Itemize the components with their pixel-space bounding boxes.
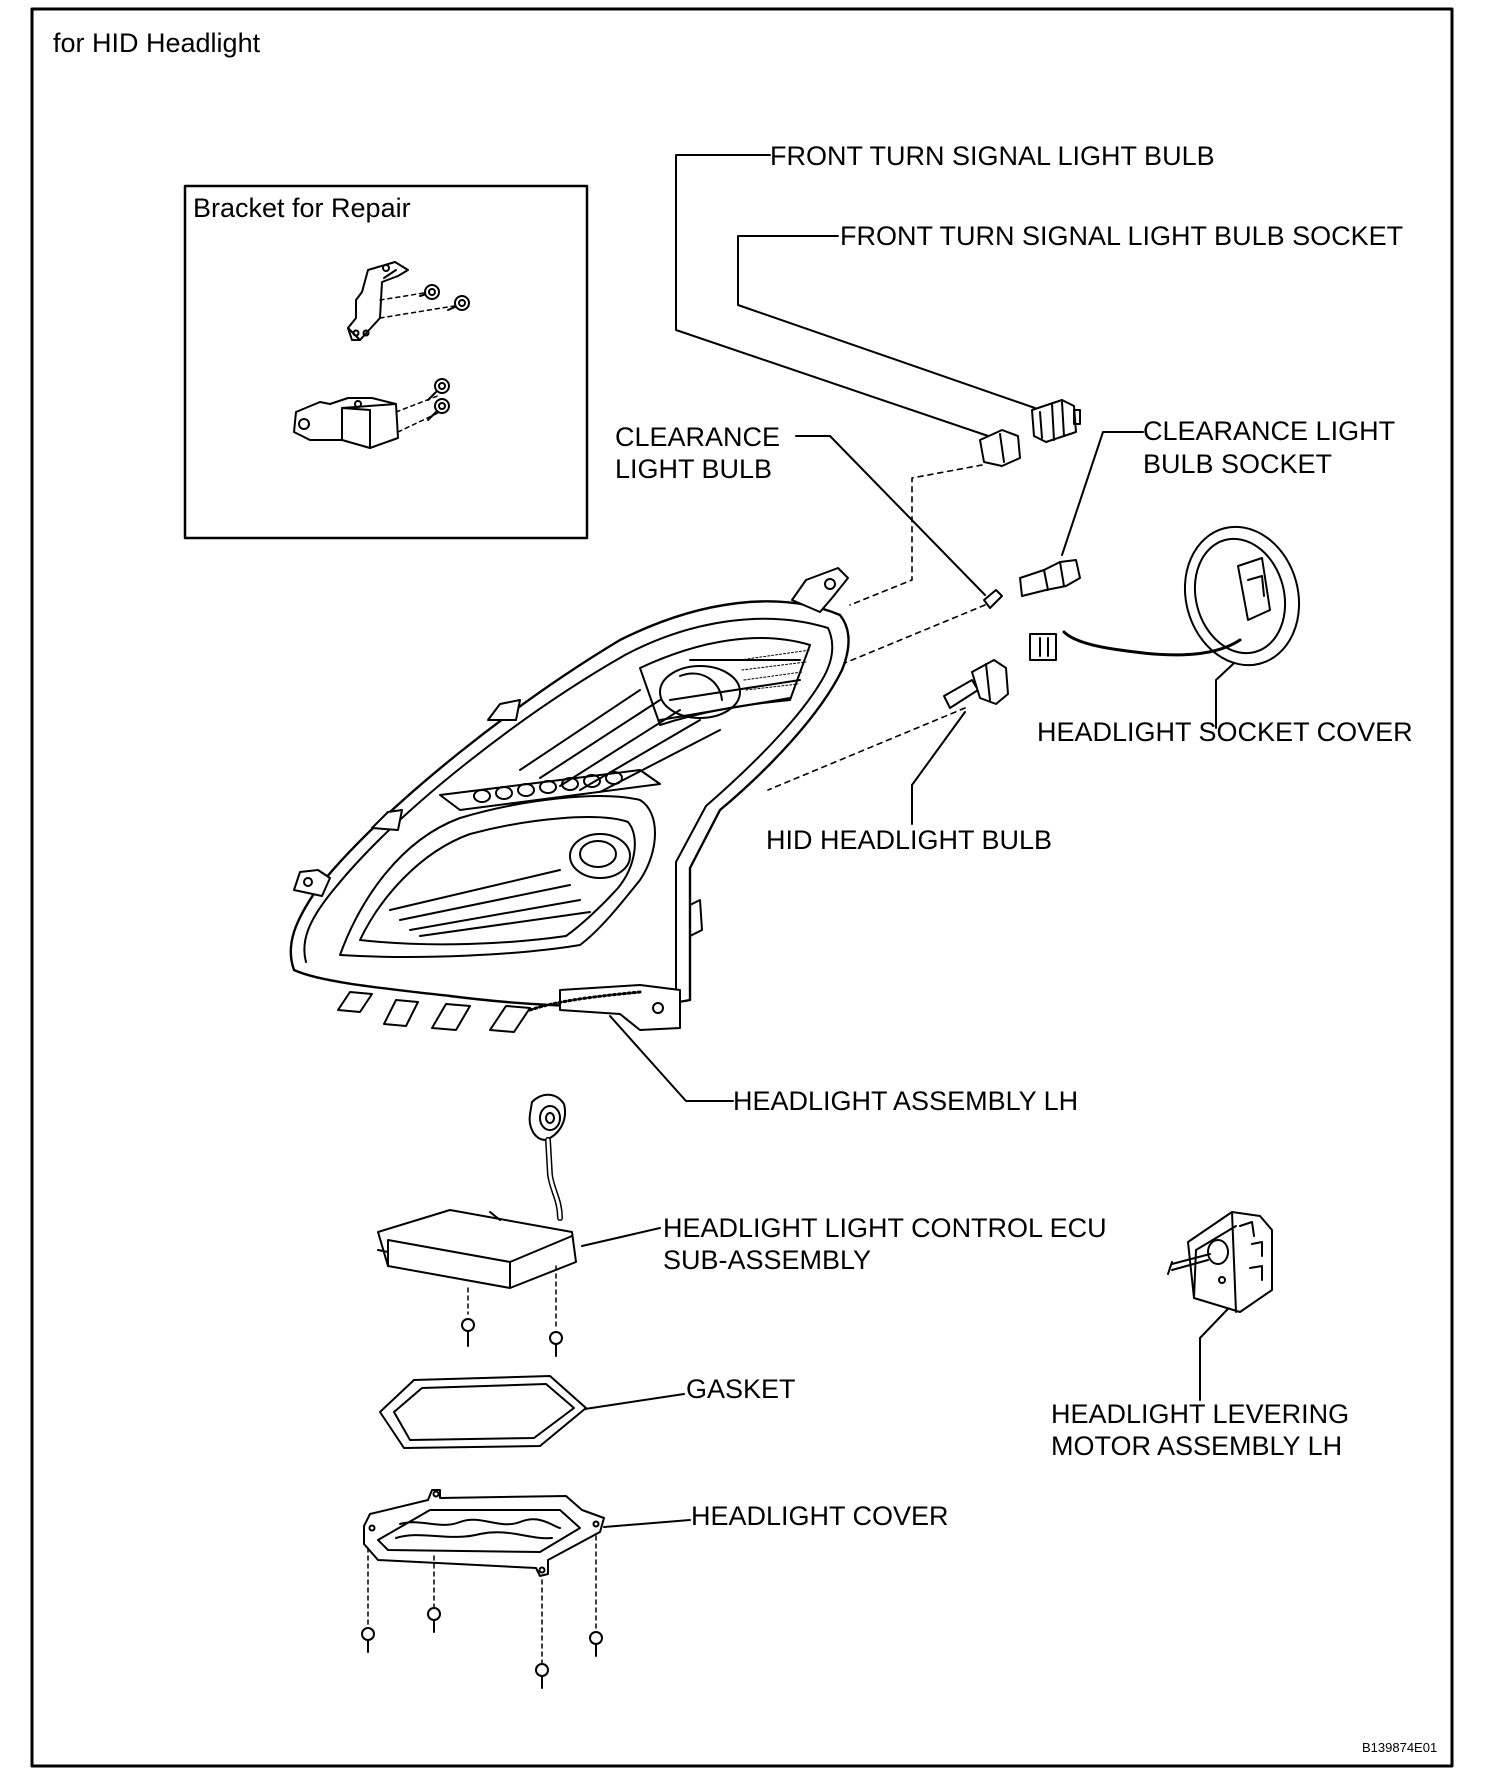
leader-assembly [609,1015,734,1102]
clearance-light-bulb [983,589,1003,609]
label-cover: HEADLIGHT COVER [691,1501,949,1531]
inset-title: Bracket for Repair [193,193,411,223]
repair-bracket-lower [293,394,441,449]
label-clearance-socket-line1: CLEARANCE LIGHT [1143,416,1396,446]
label-clearance-bulb-line2: LIGHT BULB [615,454,773,484]
bracket-inset-box [183,184,589,540]
leader-front-turn-signal-socket [737,235,1036,409]
headlight-socket-cover [1029,525,1301,667]
label-socket-cover: HEADLIGHT SOCKET COVER [1037,717,1413,747]
label-ecu-line2: SUB-ASSEMBLY [663,1245,872,1275]
cover-screw-4 [589,1631,603,1657]
label-clearance-bulb-line1: CLEARANCE [615,422,781,452]
label-motor-line1: HEADLIGHT LEVERING [1051,1399,1350,1429]
label-assembly: HEADLIGHT ASSEMBLY LH [733,1086,1079,1116]
leader-ecu [581,1227,661,1247]
label-gasket: GASKET [686,1374,796,1404]
ecu-screw-2 [549,1331,563,1357]
ecu-screw-1 [461,1318,475,1347]
front-turn-signal-socket [1031,399,1081,443]
repair-bracket-bolt-1 [419,284,440,300]
label-front-turn-signal-bulb: FRONT TURN SIGNAL LIGHT BULB [770,141,1215,171]
leader-front-turn-signal-bulb [675,154,1001,441]
cover-screw-1 [361,1627,375,1653]
repair-bracket-bolt-2 [447,295,470,311]
leader-hid-bulb [911,711,966,825]
repair-bracket-upper [347,261,461,341]
hid-headlight-bulb [943,659,1009,709]
headlight-light-control-ecu [377,1093,577,1329]
outer-frame [30,7,1454,1768]
cover-screw-2 [427,1607,441,1633]
clearance-light-bulb-socket [1019,559,1081,597]
assembly-paths [767,464,986,791]
headlight-assembly-lh [289,567,850,1033]
leader-clearance-bulb [795,435,986,596]
diagram-title: for HID Headlight [53,28,261,58]
gasket [379,1375,587,1449]
repair-bracket-bolt-3 [427,378,450,401]
headlight-levering-motor [1167,1211,1273,1313]
repair-bracket-bolt-4 [427,398,450,421]
label-hid-bulb: HID HEADLIGHT BULB [766,825,1053,855]
leader-cover [603,1519,691,1528]
label-motor-line2: MOTOR ASSEMBLY LH [1051,1431,1343,1461]
figure-code: B139874E01 [1362,1740,1438,1755]
leader-gasket [584,1393,685,1410]
leader-clearance-socket [1061,431,1144,556]
label-clearance-socket-line2: BULB SOCKET [1143,449,1333,479]
label-front-turn-signal-socket: FRONT TURN SIGNAL LIGHT BULB SOCKET [840,221,1404,251]
front-turn-signal-bulb [979,429,1021,467]
cover-screw-3 [535,1663,549,1689]
label-ecu-line1: HEADLIGHT LIGHT CONTROL ECU [663,1213,1107,1243]
headlight-cover [363,1489,605,1665]
